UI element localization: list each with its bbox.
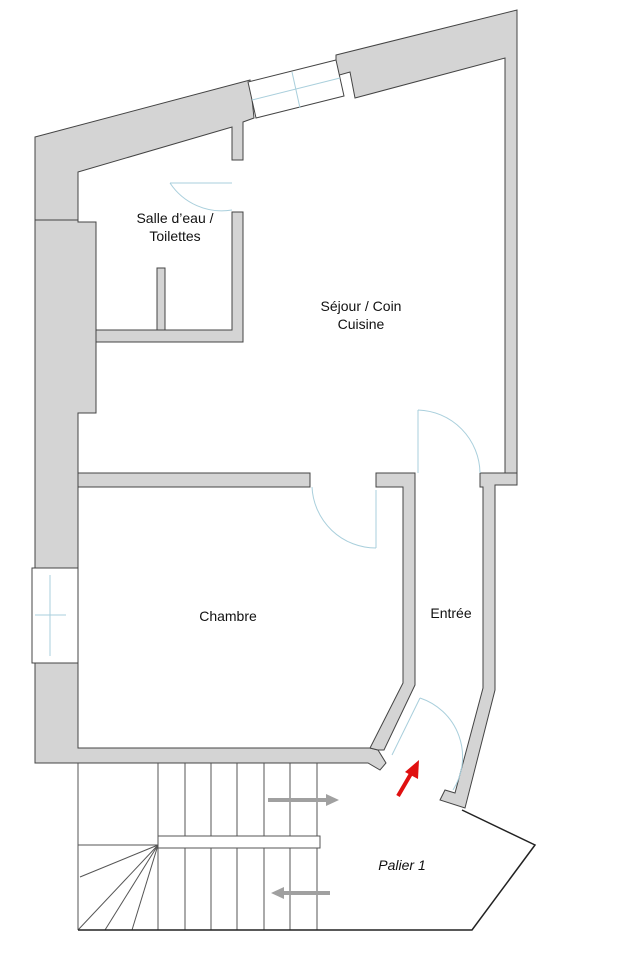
arrow-stairs-up-icon [268, 794, 339, 806]
wall-entrance-right [439, 472, 518, 809]
room-label-landing: Palier 1 [378, 857, 426, 873]
room-label-bedroom: Chambre [199, 608, 257, 624]
room-label-line: Toilettes [149, 228, 201, 244]
wall-bedroom-top [77, 472, 311, 488]
wall-left [34, 219, 97, 569]
room-label-bathroom: Salle d’eau / Toilettes [100, 209, 250, 245]
room-label-line: Salle d’eau / [136, 210, 214, 226]
door-bedroom [311, 486, 377, 549]
wall-entrance-left [369, 472, 416, 751]
arrow-stairs-down-icon [271, 887, 330, 899]
door-bathroom [169, 182, 233, 212]
landing-outline [78, 809, 537, 931]
room-label-entrance: Entrée [430, 605, 472, 621]
wall-left-lower [34, 662, 387, 771]
door-entrance [391, 697, 464, 791]
wall-top-left [34, 79, 255, 221]
staircase [77, 763, 321, 931]
room-label-line: Séjour / Coin [320, 298, 402, 314]
window-pane [291, 71, 301, 109]
wall-bathroom-partition [156, 267, 166, 331]
wall-top-right [335, 9, 518, 486]
door-living [417, 409, 481, 474]
room-label-line: Cuisine [337, 316, 385, 332]
room-label-living: Séjour / Coin Cuisine [286, 297, 436, 333]
wall-bathroom-right [95, 211, 244, 343]
arrow-entry-icon [396, 760, 419, 798]
